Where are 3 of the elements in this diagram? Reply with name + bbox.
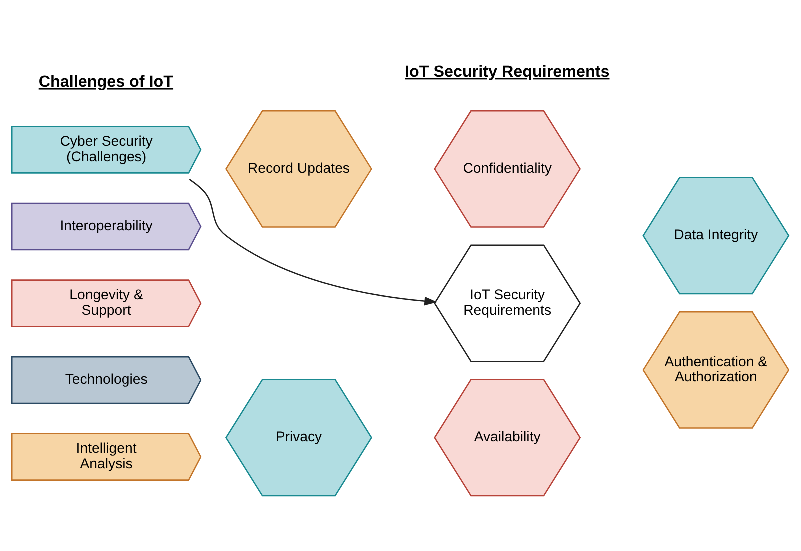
arrow: [189, 178, 438, 306]
label: IoT Security Requirements: [405, 62, 610, 81]
label: Challenges of IoT: [38, 72, 174, 91]
